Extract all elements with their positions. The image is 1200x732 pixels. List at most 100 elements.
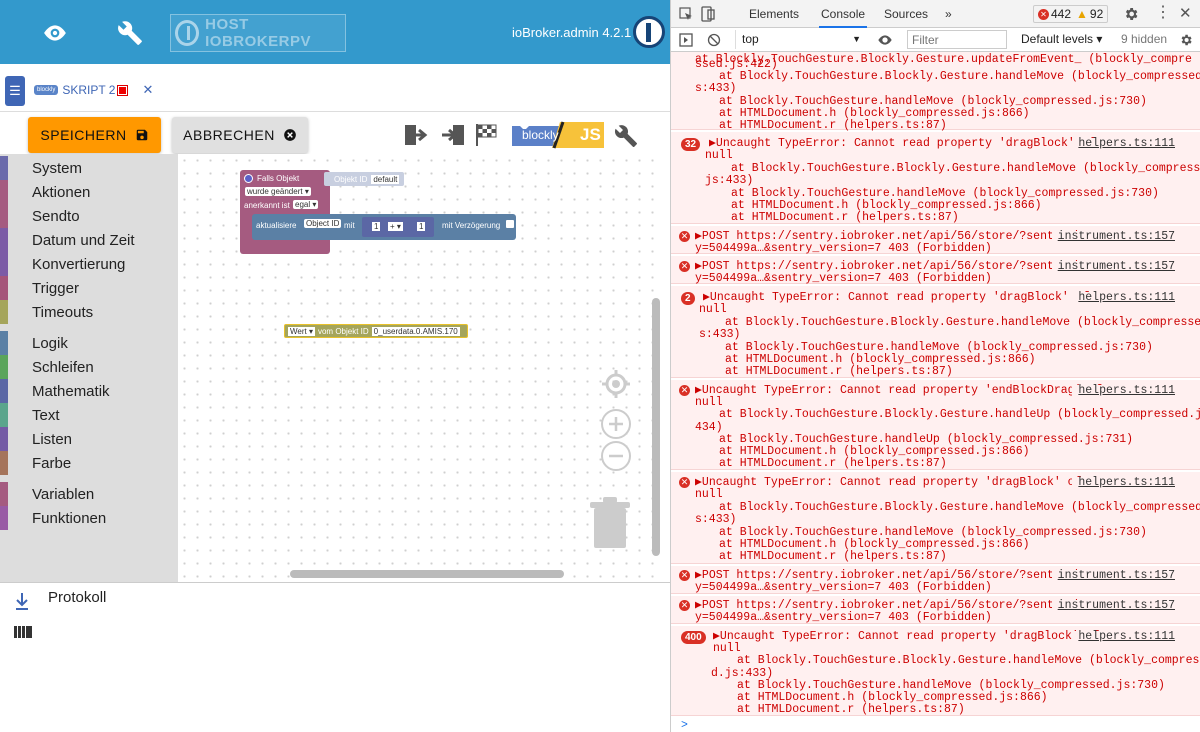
object-id-block[interactable]: Objekt ID default — [324, 172, 404, 186]
category-datum-und-zeit[interactable]: Datum und Zeit — [0, 228, 178, 252]
wrench-icon[interactable] — [117, 20, 143, 46]
blockly-workspace[interactable]: Falls Objekt wurde geändert ▾ anerkannt … — [178, 154, 664, 582]
category-color — [0, 331, 8, 355]
close-devtools-icon[interactable]: ✕ — [1179, 5, 1192, 22]
console-source-link[interactable]: helpers.ts:111 — [1072, 137, 1175, 151]
repeat-count-badge: 400 — [681, 631, 706, 644]
iobroker-brand-icon[interactable] — [633, 16, 665, 48]
console-source-link[interactable]: helpers.ts:111 — [1072, 630, 1175, 644]
context-value: top — [742, 32, 759, 46]
console-output[interactable]: at Blockly.TouchGesture.Blockly.Gesture.… — [671, 52, 1200, 732]
tab-sources[interactable]: Sources — [884, 7, 929, 21]
console-source-link[interactable]: helpers.ts:111 — [1072, 291, 1175, 305]
inspect-element-icon[interactable] — [679, 7, 693, 21]
tab-elements[interactable]: Elements — [749, 7, 800, 21]
category-mathematik[interactable]: Mathematik — [0, 379, 178, 403]
import-icon[interactable] — [440, 122, 466, 148]
console-source-link[interactable]: helpers.ts:111 — [1072, 384, 1175, 398]
category-funktionen[interactable]: Funktionen — [0, 506, 178, 530]
host-selector[interactable]: HOST IOBROKERPV — [170, 14, 346, 52]
console-line: ▶Uncaught TypeError: Cannot read propert… — [695, 476, 1082, 489]
category-aktionen[interactable]: Aktionen — [0, 180, 178, 204]
update-block[interactable]: aktualisiere Object ID mit 1 + ▾ 1 mit V… — [252, 214, 516, 240]
category-listen[interactable]: Listen — [0, 427, 178, 451]
console-line: ▶POST https://sentry.iobroker.net/api/56… — [695, 569, 1089, 582]
category-system[interactable]: System — [0, 156, 178, 180]
settings-wrench-icon[interactable] — [614, 123, 638, 149]
tab-console[interactable]: Console — [819, 0, 868, 28]
cancel-button[interactable]: ABBRECHEN — [172, 117, 308, 153]
device-toolbar-icon[interactable] — [701, 6, 715, 22]
eye-icon[interactable] — [877, 34, 893, 46]
math-op[interactable]: + ▾ — [388, 222, 403, 231]
center-target-icon[interactable] — [600, 368, 632, 400]
floppy-icon — [136, 129, 147, 141]
console-line: at HTMLDocument.h (blockly_compressed.js… — [719, 107, 1030, 120]
object-id-value[interactable]: default — [371, 174, 400, 184]
zoom-out-icon[interactable] — [600, 440, 632, 472]
console-source-link[interactable]: instrument.ts:157 — [1051, 260, 1175, 274]
kebab-menu-icon[interactable]: ⋮ — [1155, 4, 1171, 21]
ack-dropdown[interactable]: egal ▾ — [293, 200, 319, 209]
category-color — [0, 156, 8, 180]
category-text[interactable]: Text — [0, 403, 178, 427]
console-message[interactable] — [671, 52, 1200, 130]
console-line: s:433) — [699, 328, 741, 341]
more-tabs-button[interactable]: » — [945, 7, 952, 21]
export-icon[interactable] — [403, 122, 429, 148]
js-label: JS — [580, 125, 601, 144]
changed-dropdown[interactable]: wurde geändert ▾ — [245, 187, 311, 196]
category-variablen[interactable]: Variablen — [0, 482, 178, 506]
zoom-in-icon[interactable] — [600, 408, 632, 440]
category-logik[interactable]: Logik — [0, 331, 178, 355]
console-source-link[interactable]: instrument.ts:157 — [1051, 230, 1175, 244]
console-source-link[interactable]: instrument.ts:157 — [1051, 569, 1175, 583]
editor-toolbar: SPEICHERN ABBRECHEN blockly JS — [0, 112, 670, 158]
settings-gear-icon[interactable] — [1123, 6, 1139, 22]
eye-icon[interactable] — [42, 20, 68, 46]
columns-icon[interactable] — [14, 625, 32, 639]
console-source-link[interactable]: helpers.ts:111 — [1072, 476, 1175, 490]
console-source-link[interactable]: instrument.ts:157 — [1051, 599, 1175, 613]
category-timeouts[interactable]: Timeouts — [0, 300, 178, 324]
category-sendto[interactable]: Sendto — [0, 204, 178, 228]
delay-checkbox[interactable] — [506, 220, 514, 228]
category-schleifen[interactable]: Schleifen — [0, 355, 178, 379]
save-button[interactable]: SPEICHERN — [28, 117, 161, 153]
category-label: Mathematik — [32, 382, 110, 400]
update-object[interactable]: Object ID — [304, 219, 342, 228]
console-line: ▶POST https://sentry.iobroker.net/api/56… — [695, 230, 1089, 243]
math-block[interactable]: 1 + ▾ 1 — [362, 217, 434, 237]
math-a[interactable]: 1 — [372, 222, 381, 231]
math-b[interactable]: 1 — [417, 222, 426, 231]
log-levels-dropdown[interactable]: Default levels ▾ — [1021, 32, 1103, 46]
context-selector[interactable]: top ▼ — [735, 30, 865, 49]
category-trigger[interactable]: Trigger — [0, 276, 178, 300]
workspace-horizontal-scrollbar[interactable] — [290, 570, 564, 578]
scroll-down-icon[interactable] — [14, 591, 30, 611]
script-tab[interactable]: blockly SKRIPT 2 ✕ — [34, 78, 153, 102]
sidebar-toggle-icon[interactable] — [679, 33, 693, 47]
console-settings-gear-icon[interactable] — [1179, 33, 1193, 47]
console-line: at Blockly.TouchGesture.Blockly.Gesture.… — [737, 654, 1200, 667]
workspace-vertical-scrollbar[interactable] — [652, 298, 660, 556]
value-dropdown[interactable]: Wert ▾ — [288, 326, 315, 336]
trigger-block[interactable]: Falls Objekt wurde geändert ▾ anerkannt … — [240, 170, 330, 254]
category-farbe[interactable]: Farbe — [0, 451, 178, 475]
category-color — [0, 204, 8, 228]
close-tab-icon[interactable]: ✕ — [142, 82, 154, 97]
blockly-to-js-toggle[interactable]: blockly JS — [508, 120, 606, 150]
hamburger-menu-icon[interactable]: ☰ — [5, 76, 25, 106]
console-line: at HTMLDocument.h (blockly_compressed.js… — [719, 445, 1030, 458]
error-icon: ✕ — [679, 570, 690, 581]
value-block[interactable]: Wert ▾ vom Objekt ID 0_userdata.0.AMIS.1… — [284, 324, 468, 338]
trash-icon[interactable] — [588, 494, 632, 550]
checkered-flag-icon[interactable] — [474, 122, 498, 148]
category-konvertierung[interactable]: Konvertierung — [0, 252, 178, 276]
value-object-id[interactable]: 0_userdata.0.AMIS.170 — [371, 326, 460, 336]
category-color — [0, 506, 8, 530]
filter-input[interactable] — [907, 30, 1007, 49]
category-color — [0, 482, 8, 506]
issue-counter[interactable]: ✕ 442 ▲ 92 — [1033, 5, 1109, 23]
clear-console-icon[interactable] — [707, 33, 721, 47]
